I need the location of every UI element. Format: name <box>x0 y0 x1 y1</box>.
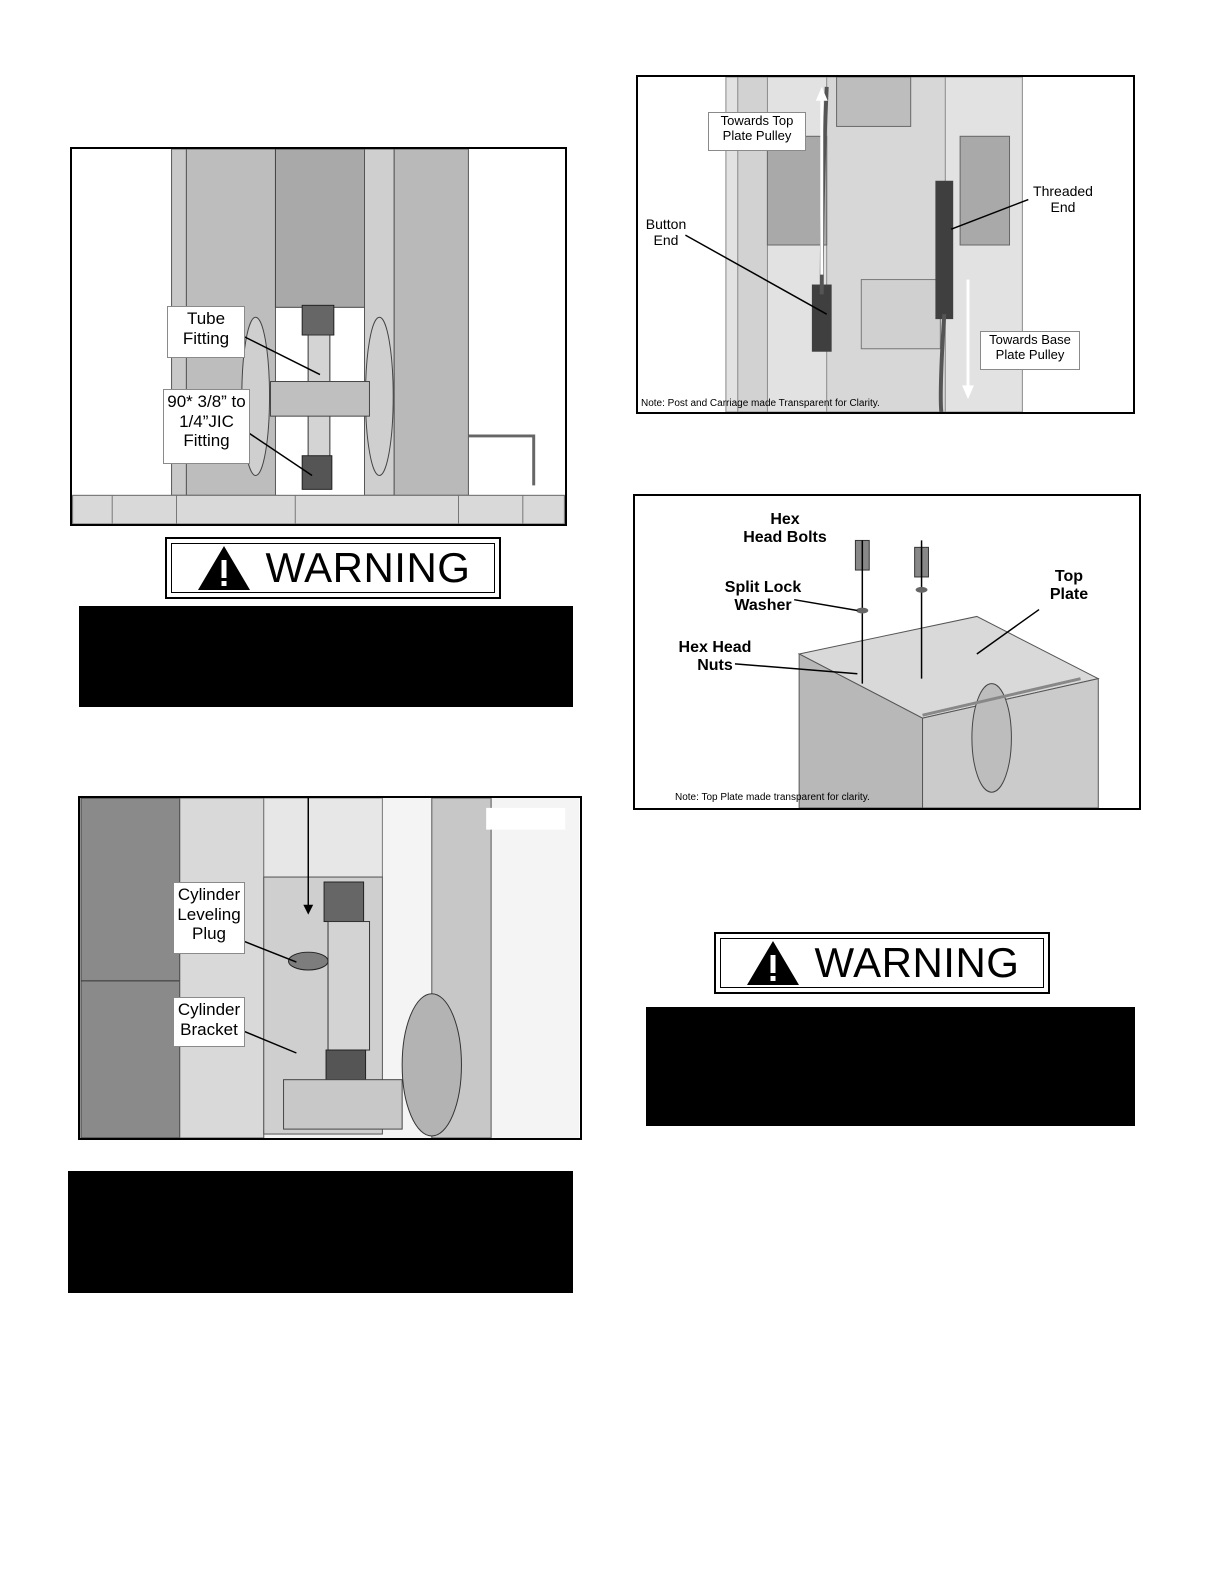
label-towards-top: Towards Top Plate Pulley <box>708 112 806 151</box>
warning-triangle-icon <box>197 546 250 590</box>
warning-message-box <box>646 1007 1135 1126</box>
figure-cylinder-leveling: Cylinder Leveling Plug Cylinder Bracket <box>78 796 582 1140</box>
figure-cable-routing: Towards Top Plate Pulley Button End Thre… <box>636 75 1135 414</box>
figure-note: Note: Post and Carriage made Transparent… <box>641 398 880 409</box>
warning-banner: WARNING <box>714 932 1050 994</box>
tube-fitting-illustration <box>72 149 565 524</box>
label-hex-head-nuts: Hex Head Nuts <box>678 639 752 675</box>
warning-message-box <box>79 606 573 707</box>
figure-tube-fitting: Tube Fitting 90* 3/8” to 1/4”JIC Fitting <box>70 147 567 526</box>
label-button-end: Button End <box>645 216 687 249</box>
top-plate-illustration <box>636 496 1138 808</box>
label-towards-base: Towards Base Plate Pulley <box>980 331 1080 370</box>
label-split-lock-washer: Split Lock Washer <box>724 579 802 615</box>
cylinder-leveling-illustration <box>80 798 580 1138</box>
warning-label: WARNING <box>265 544 471 591</box>
warning-banner: WARNING <box>165 537 501 599</box>
label-hex-head-bolts: Hex Head Bolts <box>743 511 827 547</box>
callout-leveling-plug: Cylinder Leveling Plug <box>173 882 245 954</box>
warning-triangle-icon <box>746 941 799 985</box>
callout-jic-fitting: 90* 3/8” to 1/4”JIC Fitting <box>163 389 250 464</box>
label-top-plate: Top Plate <box>1049 568 1089 604</box>
callout-tube-fitting: Tube Fitting <box>167 306 245 358</box>
label-threaded-end: Threaded End <box>1033 183 1093 216</box>
callout-cylinder-bracket: Cylinder Bracket <box>173 997 245 1047</box>
caution-message-box <box>68 1171 573 1293</box>
figure-top-plate: Hex Head Bolts Split Lock Washer Hex Hea… <box>633 494 1141 810</box>
warning-label: WARNING <box>814 939 1020 986</box>
figure-note: Note: Top Plate made transparent for cla… <box>675 792 870 803</box>
